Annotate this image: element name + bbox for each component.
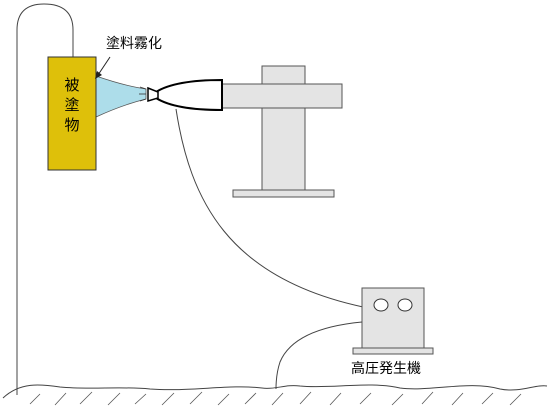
ground-hatching [29, 391, 522, 406]
spray-mist [95, 75, 147, 118]
spray-arrow [97, 56, 111, 76]
ground-line [2, 384, 548, 399]
ground-wire [275, 321, 363, 390]
high-voltage-cable [175, 108, 364, 308]
generator-label: 高圧発生機 [351, 360, 421, 377]
workpiece-label-2: 塗 [64, 96, 79, 114]
spray-gun-tip-lines [139, 86, 147, 102]
robot-column [261, 107, 306, 191]
hanger-frame [16, 3, 74, 395]
high-voltage-generator [361, 287, 425, 349]
spray-gun-body [155, 78, 223, 112]
generator-base [352, 347, 434, 355]
robot-arm [221, 83, 343, 109]
spray-gun-nozzle [147, 86, 159, 103]
spray-arrow-head [95, 71, 102, 79]
workpiece-label-3: 物 [64, 116, 79, 134]
robot-column-top [261, 65, 306, 85]
robot-base [232, 189, 335, 198]
workpiece-label-1: 被 [64, 76, 79, 94]
workpiece [47, 56, 97, 171]
generator-dial-right [397, 298, 413, 312]
spray-label: 塗料霧化 [106, 35, 162, 52]
generator-dial-left [373, 298, 389, 312]
